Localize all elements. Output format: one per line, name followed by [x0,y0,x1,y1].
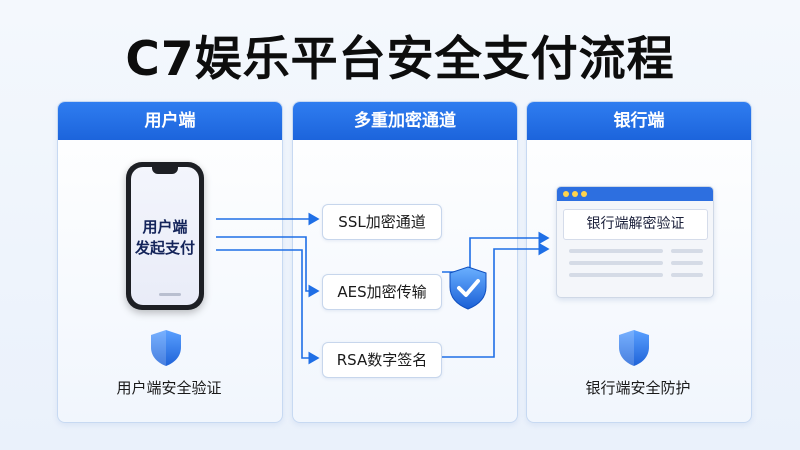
phone-notch [152,167,178,174]
shield-check-icon [449,266,487,310]
user-caption: 用户端安全验证 [116,379,222,397]
phone-screen: 用户端 发起支付 [131,167,199,305]
phone-icon: 用户端 发起支付 [126,162,204,310]
browser-titlebar [557,187,713,201]
phone-text: 用户端 发起支付 [131,217,199,259]
arrow-right-icon [216,249,320,365]
page-title: C7娱乐平台安全支付流程 [125,32,675,87]
step-aes: AES加密传输 [322,274,442,310]
browser-window-icon: 银行端解密验证 [556,186,714,298]
shield-icon [151,330,181,366]
panel-user-header: 用户端 [58,102,282,140]
phone-home-bar [159,293,181,296]
step-rsa: RSA数字签名 [322,342,442,378]
arrow-right-icon [442,242,550,358]
panel-bank-header: 银行端 [527,102,751,140]
phone-line-2: 发起支付 [134,239,195,257]
arrow-right-icon [216,236,320,298]
panel-channel-header: 多重加密通道 [293,102,517,140]
step-ssl: SSL加密通道 [322,204,442,240]
bank-caption: 银行端安全防护 [585,379,691,397]
phone-line-1: 用户端 [142,218,188,236]
bank-screen-title: 银行端解密验证 [563,209,708,240]
shield-icon [619,330,649,366]
